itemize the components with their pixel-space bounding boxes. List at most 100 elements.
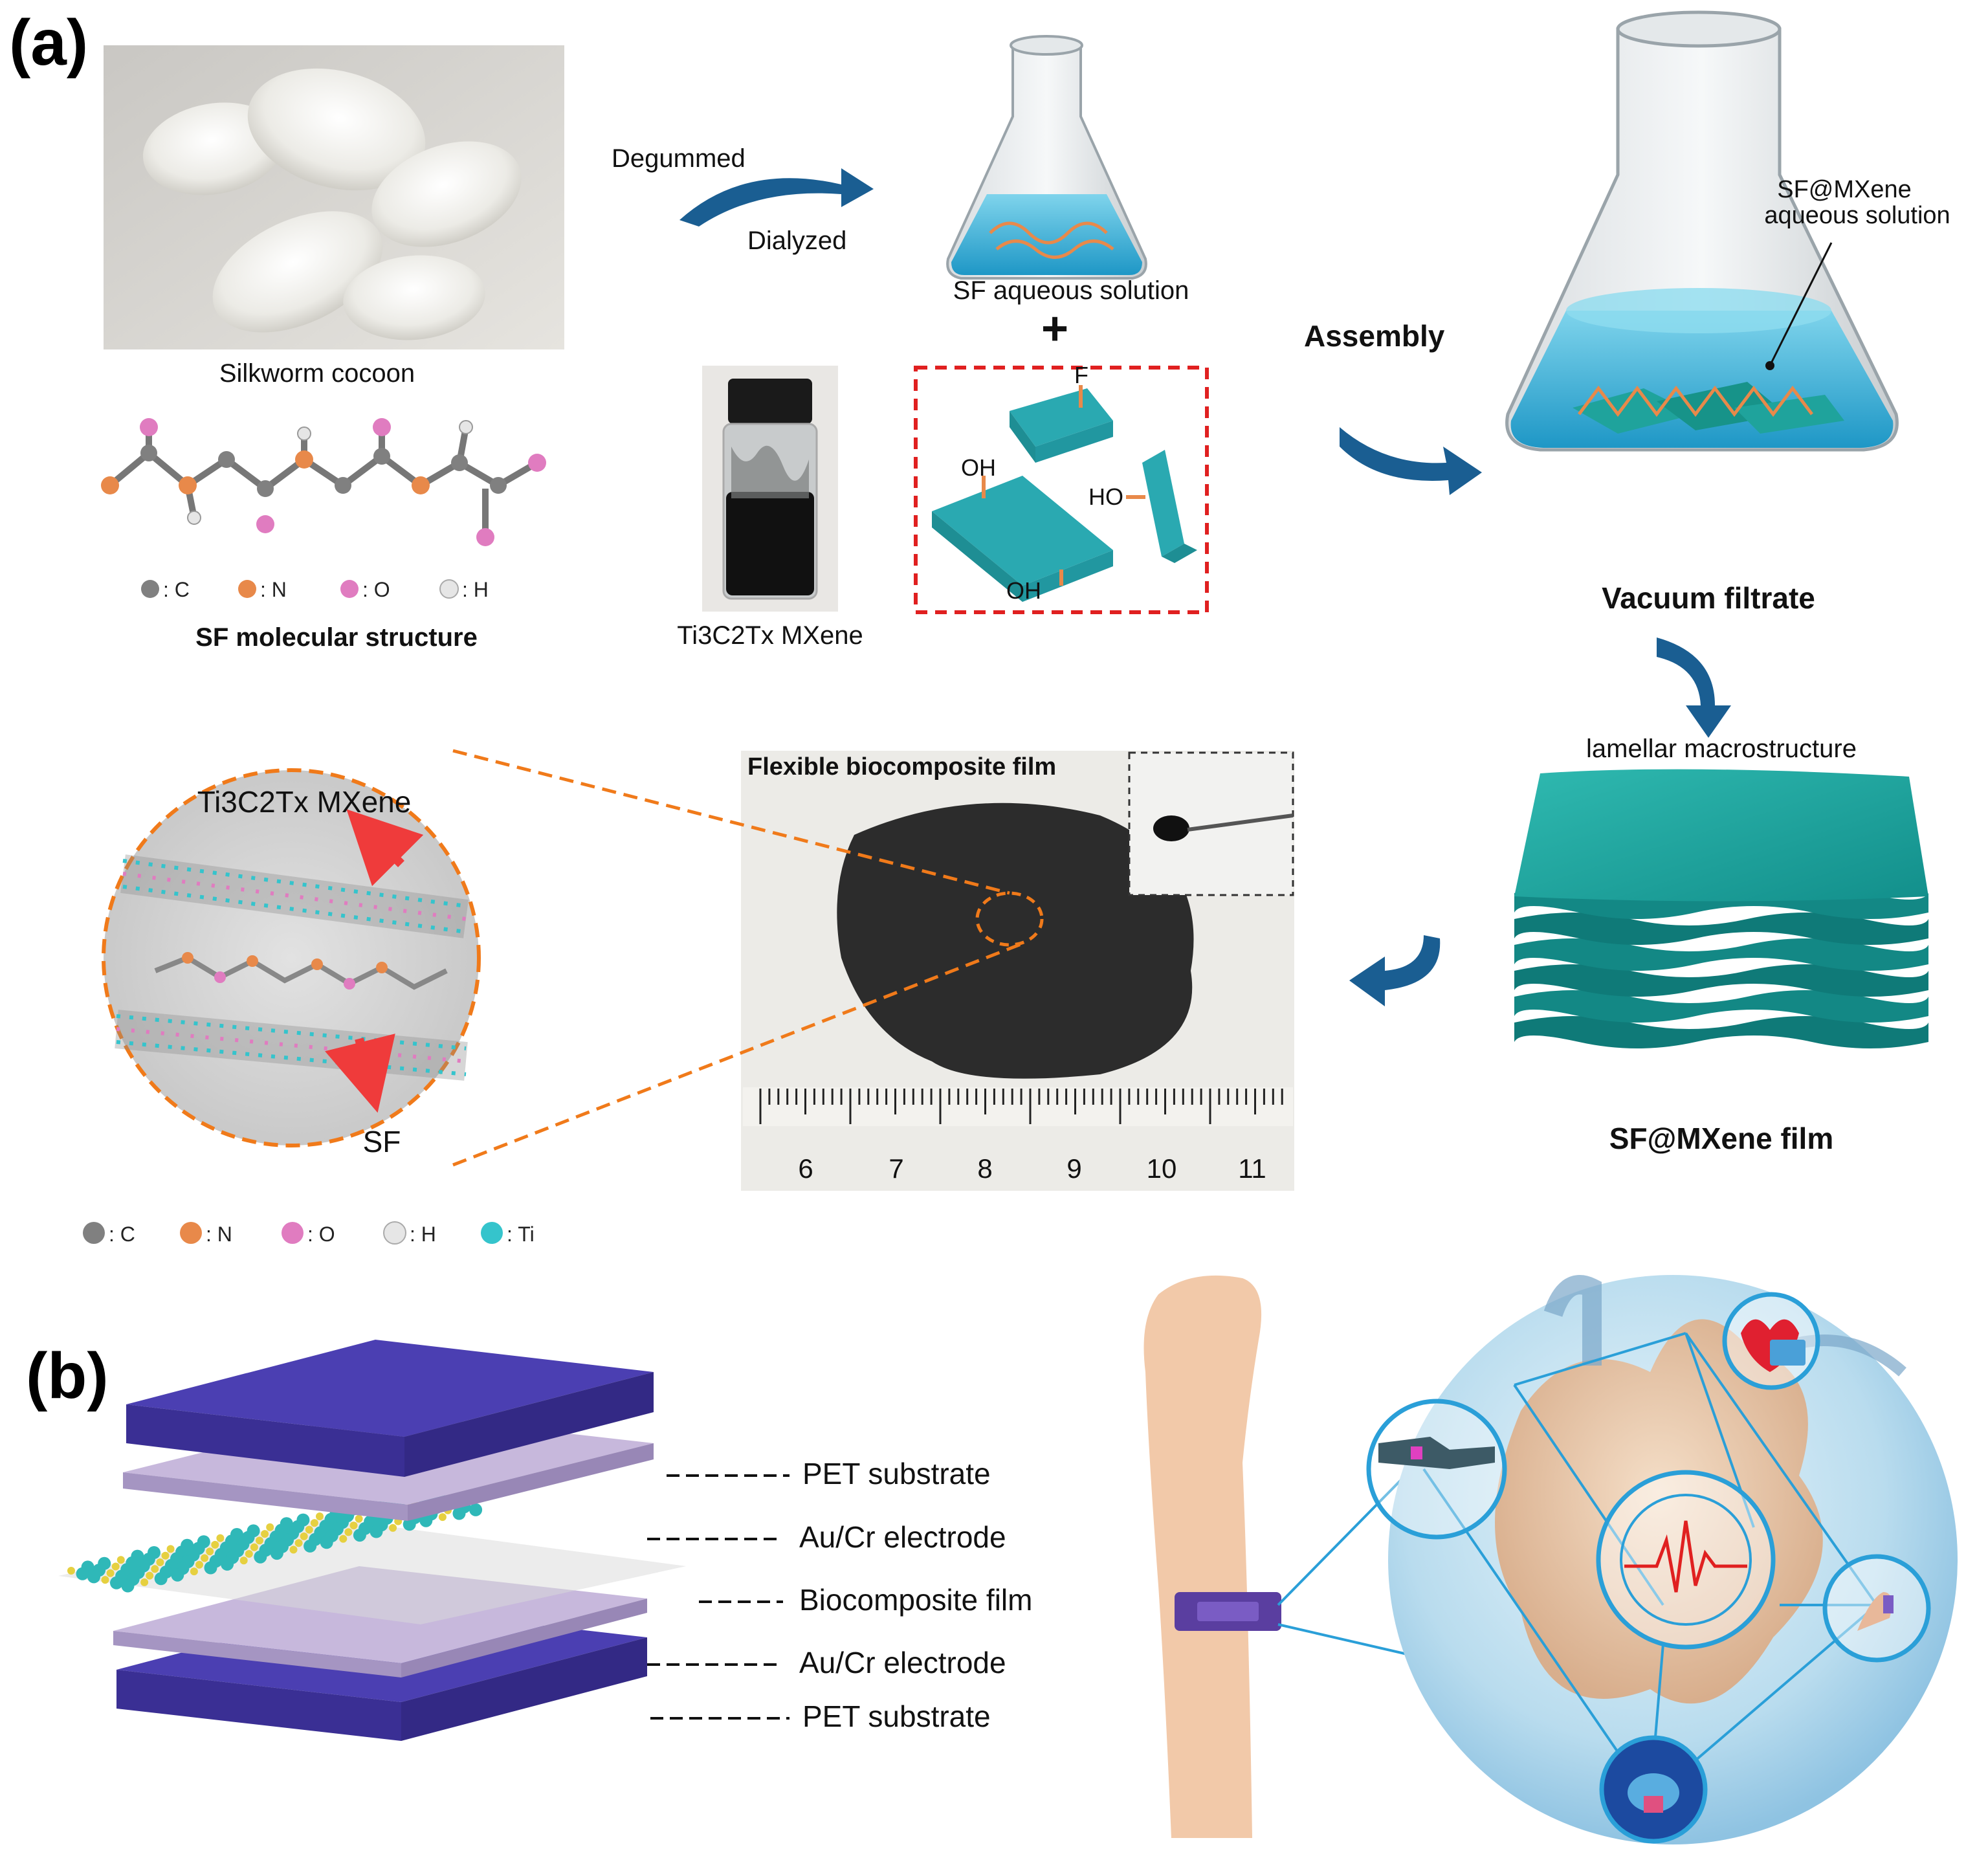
flask-label-line2: aqueous solution xyxy=(1764,202,1950,229)
legend-top-swatch-n xyxy=(238,580,256,598)
panel-b-letter: (b) xyxy=(26,1340,109,1412)
film-atom xyxy=(353,1529,366,1542)
film-atom xyxy=(438,1513,447,1522)
legend-bottom-swatch-h xyxy=(383,1221,406,1245)
film-atom xyxy=(211,1540,219,1549)
film-atom xyxy=(154,1572,168,1586)
film-atom xyxy=(349,1522,358,1530)
film-atom xyxy=(304,1539,317,1553)
film-atom xyxy=(250,1543,258,1551)
oh-label-2: OH xyxy=(1006,577,1041,604)
film-atom xyxy=(289,1545,298,1554)
layer-label: Au/Cr electrode xyxy=(799,1520,1006,1554)
film-atom xyxy=(161,1551,170,1560)
layer-label: PET substrate xyxy=(802,1700,991,1733)
degummed-arrow xyxy=(679,168,874,227)
film-atom xyxy=(216,1534,225,1542)
film-atom xyxy=(76,1567,89,1580)
sf-structure-caption: SF molecular structure xyxy=(195,623,478,652)
vacuum-to-film-arrow xyxy=(1657,637,1731,738)
layer-labels: PET substrate Au/Cr electrode Biocomposi… xyxy=(647,1457,1032,1733)
flexible-film-caption: Flexible biocomposite film xyxy=(747,753,1056,781)
cocoon-caption: Silkworm cocoon xyxy=(219,359,415,388)
film-atom xyxy=(370,1525,383,1538)
sf-mxene-film-stack xyxy=(1514,769,1928,1048)
legend-bottom-swatch-n xyxy=(180,1222,202,1244)
film-atom xyxy=(204,1561,217,1575)
sf-mxene-flask xyxy=(1505,10,1899,452)
legend-bottom-swatch-ti xyxy=(481,1222,503,1244)
flask-label-dot xyxy=(1765,361,1774,370)
zoom-circle xyxy=(102,768,481,1147)
film-atom xyxy=(389,1523,397,1532)
legend-bottom-label-h: : H xyxy=(410,1223,436,1246)
legend-top-label-c: : C xyxy=(163,578,190,601)
layer-label: PET substrate xyxy=(802,1457,991,1490)
film-atom xyxy=(270,1547,283,1560)
film-atom xyxy=(206,1547,214,1556)
cocoon-photo xyxy=(104,45,564,349)
film-atom xyxy=(221,1557,234,1571)
film-atom xyxy=(87,1570,100,1584)
mxene-sheets-box xyxy=(914,366,1209,614)
zoom-arrow-up xyxy=(346,809,424,887)
film-atom xyxy=(320,1536,333,1549)
film-atom xyxy=(121,1579,135,1593)
film-atom xyxy=(344,1528,353,1536)
film-atom xyxy=(116,1556,125,1564)
sf-molecule xyxy=(107,426,539,537)
legend-bottom-label-n: : N xyxy=(206,1223,232,1246)
ruler-number: 6 xyxy=(798,1153,813,1184)
f-label: F xyxy=(1074,362,1088,388)
ruler-number: 9 xyxy=(1066,1153,1081,1184)
film-atom xyxy=(305,1525,313,1534)
degummed-label: Degummed xyxy=(612,144,746,173)
film-atom xyxy=(261,1530,269,1538)
ruler-number: 10 xyxy=(1147,1153,1177,1184)
legend-top-swatch-c xyxy=(141,580,159,598)
panel-a-letter: (a) xyxy=(9,6,88,79)
zoom-leader-bottom xyxy=(452,942,1023,1167)
film-atom xyxy=(469,1503,483,1516)
flask-label-leader xyxy=(1769,242,1833,366)
film-atom xyxy=(166,1545,175,1553)
film-atom xyxy=(156,1558,164,1566)
film-atom xyxy=(195,1560,203,1569)
legend-top: : C : N : O : H xyxy=(141,578,489,601)
film-atom xyxy=(403,1518,416,1531)
layer-label: Au/Cr electrode xyxy=(799,1646,1006,1679)
flask-label-line1: SF@MXene xyxy=(1777,176,1912,203)
sf-solution-caption: SF aqueous solution xyxy=(953,276,1189,305)
zoom-sf-label: SF xyxy=(363,1125,401,1158)
sf-solution-flask xyxy=(946,35,1147,280)
film-atom xyxy=(151,1565,159,1573)
film-atom xyxy=(300,1532,308,1540)
zoom-leader-top xyxy=(452,749,1010,895)
mxene-vial-photo xyxy=(702,366,838,612)
film-atom xyxy=(140,1578,149,1586)
plus-sign: + xyxy=(1041,303,1068,355)
ruler-number: 8 xyxy=(977,1153,992,1184)
dialyzed-label: Dialyzed xyxy=(747,227,846,255)
film-atom xyxy=(239,1556,248,1565)
legend-bottom-swatch-o xyxy=(282,1222,304,1244)
mxene-sheet-bottom xyxy=(932,476,1113,602)
legend-bottom-label-ti: : Ti xyxy=(507,1223,535,1246)
film-atom xyxy=(339,1534,348,1543)
health-monitor-sphere xyxy=(1366,1275,1958,1844)
mxene-vial-caption: Ti3C2Tx MXene xyxy=(677,621,863,650)
film-atom xyxy=(245,1550,253,1558)
sf-molecule-atoms xyxy=(101,418,546,546)
pet-substrate-top-layer xyxy=(126,1340,654,1477)
ho-label: HO xyxy=(1088,483,1123,510)
lamellar-caption: lamellar macrostructure xyxy=(1586,735,1857,763)
film-atom xyxy=(190,1567,198,1576)
ruler-number: 7 xyxy=(889,1153,903,1184)
mxene-sheet-right xyxy=(1142,450,1197,563)
legend-top-swatch-o xyxy=(340,580,359,598)
oh-label-1: OH xyxy=(961,454,996,481)
film-to-photo-arrow xyxy=(1349,935,1441,1006)
layer-label: Biocomposite film xyxy=(799,1583,1032,1617)
legend-bottom-label-c: : C xyxy=(109,1223,135,1246)
